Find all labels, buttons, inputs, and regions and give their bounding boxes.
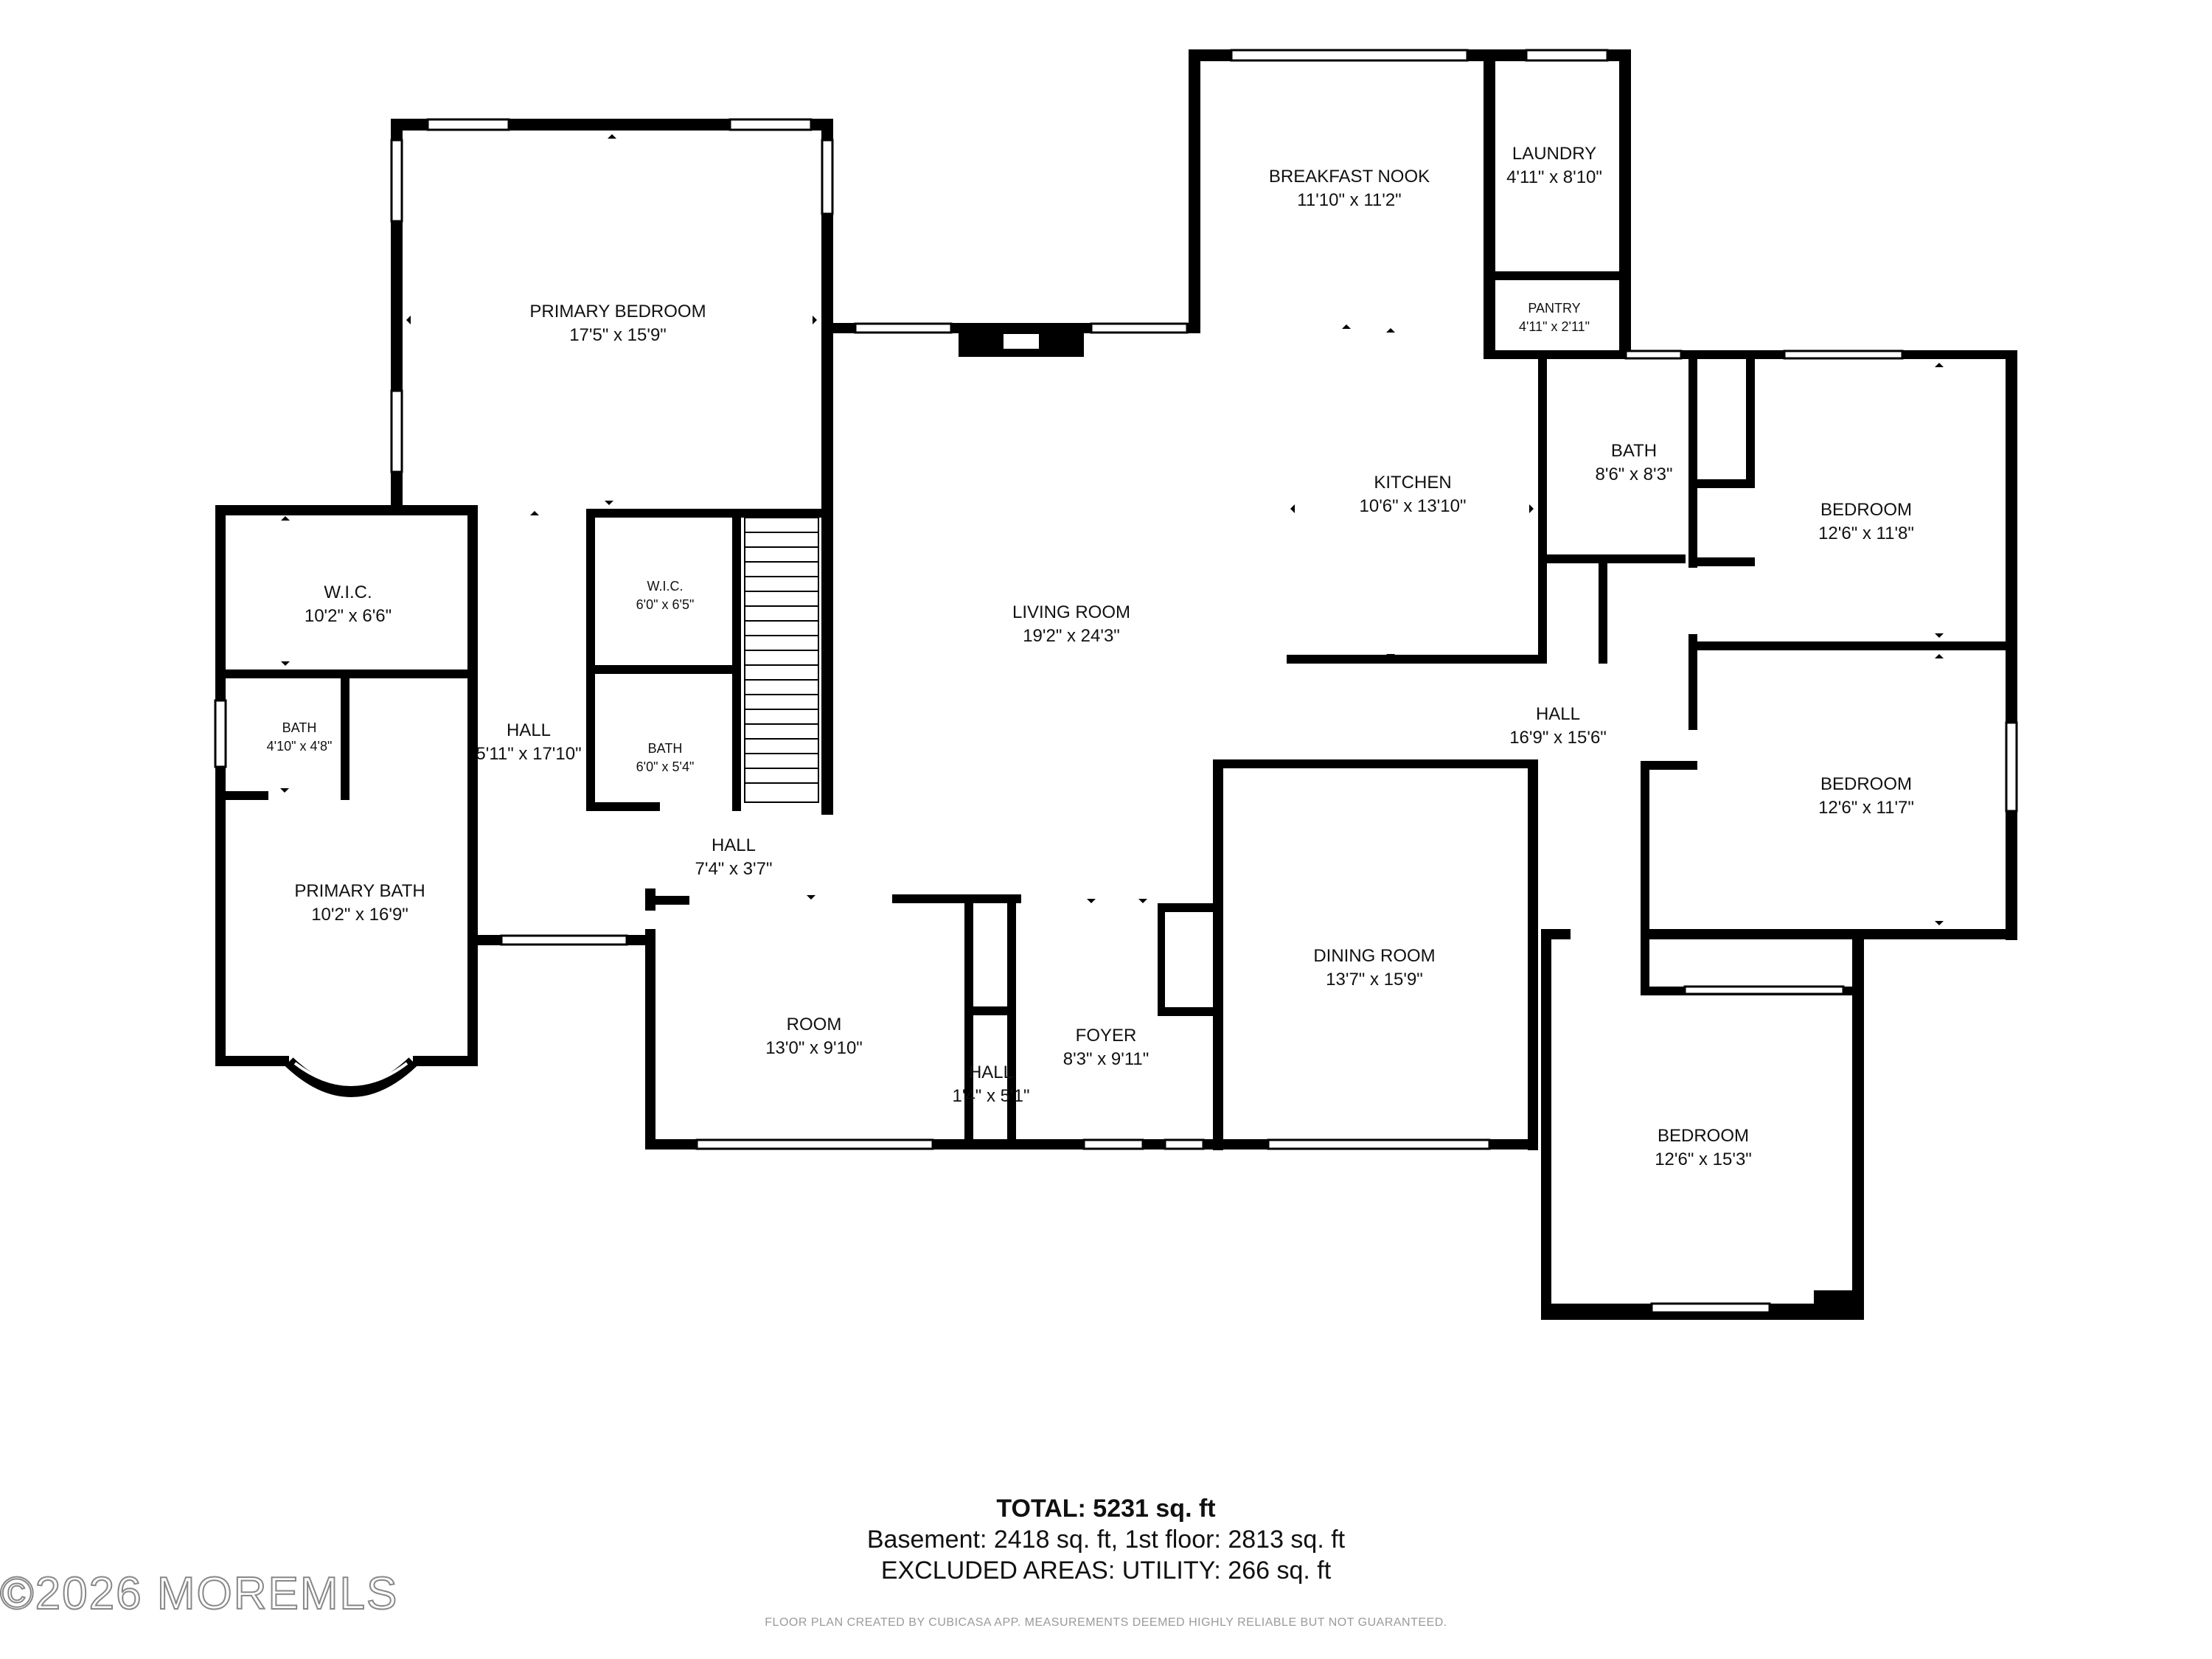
door-markers (280, 134, 1944, 1309)
room-dims: 10'2" x 16'9" (311, 905, 408, 925)
bay-window (285, 1057, 417, 1097)
room-name: BEDROOM (1820, 500, 1912, 520)
room-dims: 13'7" x 15'9" (1326, 970, 1423, 990)
label-primary-bedroom: PRIMARY BEDROOM 17'5" x 15'9" (529, 300, 706, 347)
room-name: BATH (647, 741, 683, 756)
room-dims: 8'6" x 8'3" (1595, 465, 1673, 484)
room-dims: 16'9" x 15'6" (1509, 728, 1607, 748)
floor-areas: Basement: 2418 sq. ft, 1st floor: 2813 s… (866, 1526, 1346, 1554)
room-dims: 4'11" x 8'10" (1506, 167, 1602, 187)
room-dims: 1'4" x 5'1" (952, 1086, 1030, 1106)
label-bedroom-lower: BEDROOM 12'6" x 15'3" (1655, 1124, 1752, 1172)
stairs (744, 517, 819, 803)
room-dims: 4'10" x 4'8" (266, 739, 333, 754)
label-hall-left: HALL 5'11" x 17'10" (476, 719, 581, 766)
room-name: PANTRY (1528, 301, 1581, 316)
room-dims: 12'6" x 15'3" (1655, 1150, 1752, 1169)
label-laundry: LAUNDRY 4'11" x 8'10" (1506, 142, 1602, 189)
room-name: PRIMARY BATH (294, 881, 425, 901)
room-dims: 10'6" x 13'10" (1359, 496, 1467, 516)
room-name: LAUNDRY (1512, 144, 1597, 164)
label-breakfast-nook: BREAKFAST NOOK 11'10" x 11'2" (1269, 165, 1430, 212)
room-name: HALL (711, 835, 757, 855)
room-dims: 11'10" x 11'2" (1297, 190, 1402, 210)
label-dining-room: DINING ROOM 13'7" x 15'9" (1313, 945, 1435, 992)
label-bath-small-left: BATH 4'10" x 4'8" (267, 719, 333, 756)
excluded-areas: EXCLUDED AREAS: UTILITY: 266 sq. ft (880, 1557, 1332, 1585)
room-dims: 13'0" x 9'10" (765, 1038, 863, 1058)
label-bath-center: BATH 8'6" x 8'3" (1596, 439, 1673, 487)
label-living-room: LIVING ROOM 19'2" x 24'3" (1012, 601, 1130, 648)
room-name: DINING ROOM (1313, 946, 1436, 966)
room-dims: 10'2" x 6'6" (304, 606, 392, 626)
label-bath-middle: BATH 6'0" x 5'4" (636, 740, 695, 776)
room-name: BATH (282, 720, 317, 735)
label-kitchen: KITCHEN 10'6" x 13'10" (1360, 471, 1467, 518)
room-name: KITCHEN (1374, 473, 1452, 493)
room-name: BEDROOM (1820, 774, 1912, 794)
label-primary-bath: PRIMARY BATH 10'2" x 16'9" (294, 880, 425, 927)
label-hall-right: HALL 16'9" x 15'6" (1509, 703, 1607, 750)
room-dims: 6'0" x 5'4" (636, 759, 695, 774)
room-name: LIVING ROOM (1012, 602, 1131, 622)
room-name: FOYER (1075, 1026, 1137, 1046)
room-dims: 7'4" x 3'7" (695, 859, 773, 879)
label-hall-tiny: HALL 1'4" x 5'1" (953, 1061, 1030, 1108)
label-room: ROOM 13'0" x 9'10" (765, 1013, 863, 1060)
label-bedroom-upper: BEDROOM 12'6" x 11'8" (1818, 498, 1914, 546)
room-dims: 5'11" x 17'10" (476, 744, 582, 764)
room-dims: 12'6" x 11'8" (1818, 524, 1914, 543)
label-wic-small: W.I.C. 6'0" x 6'5" (636, 577, 695, 614)
room-name: PRIMARY BEDROOM (529, 302, 706, 321)
walls (215, 49, 2017, 1320)
room-dims: 4'11" x 2'11" (1518, 319, 1590, 334)
room-dims: 19'2" x 24'3" (1023, 626, 1120, 646)
credit-line: FLOOR PLAN CREATED BY CUBICASA APP. MEAS… (765, 1616, 1447, 1629)
room-name: HALL (1535, 704, 1581, 724)
area-summary: TOTAL: 5231 sq. ft Basement: 2418 sq. ft… (0, 1493, 2212, 1586)
label-bedroom-middle: BEDROOM 12'6" x 11'7" (1818, 773, 1914, 820)
total-area: TOTAL: 5231 sq. ft (996, 1495, 1216, 1523)
label-wic-left: W.I.C. 10'2" x 6'6" (305, 581, 392, 628)
room-dims: 6'0" x 6'5" (636, 597, 695, 612)
room-dims: 8'3" x 9'11" (1062, 1049, 1150, 1069)
room-name: BEDROOM (1657, 1126, 1749, 1146)
label-hall-small: HALL 7'4" x 3'7" (695, 834, 773, 881)
windows (214, 49, 2018, 1314)
room-name: HALL (968, 1062, 1014, 1082)
room-dims: 12'6" x 11'7" (1818, 798, 1914, 818)
label-pantry: PANTRY 4'11" x 2'11" (1519, 299, 1590, 336)
room-name: HALL (506, 720, 552, 740)
room-name: ROOM (786, 1015, 842, 1034)
room-name: BATH (1610, 441, 1658, 461)
room-name: BREAKFAST NOOK (1268, 167, 1430, 187)
watermark: ©2026 MOREMLS (0, 1568, 399, 1620)
room-dims: 17'5" x 15'9" (569, 325, 667, 345)
room-name: W.I.C. (647, 579, 684, 594)
label-foyer: FOYER 8'3" x 9'11" (1063, 1024, 1150, 1071)
room-name: W.I.C. (324, 582, 372, 602)
